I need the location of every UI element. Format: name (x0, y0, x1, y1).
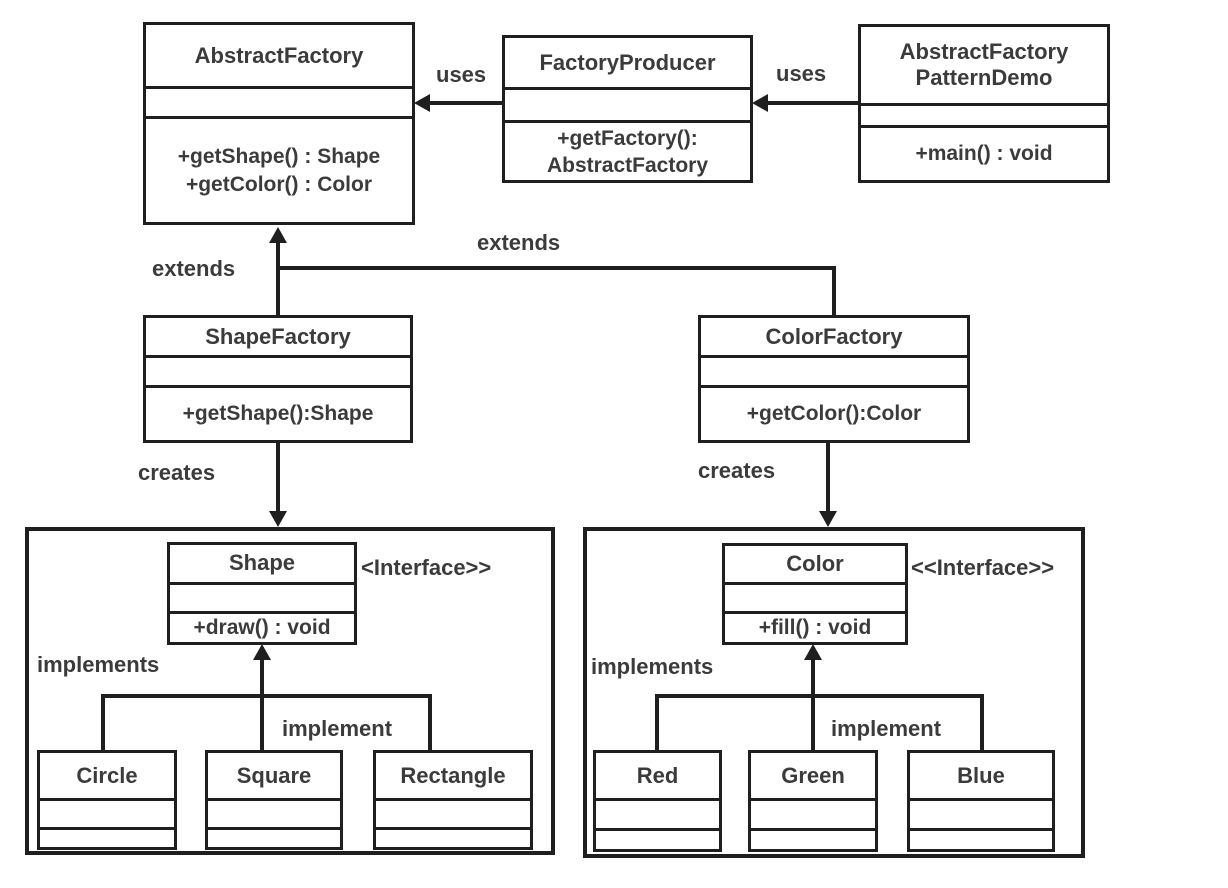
implements-line-left-vertical (260, 658, 264, 750)
class-circle-methods (40, 830, 174, 847)
extends-line-horizontal (276, 266, 836, 270)
class-pattern-demo-methods: +main() : void (861, 128, 1107, 180)
uses-arrow-line-left (428, 101, 502, 105)
implements-arrowhead-left (253, 644, 271, 660)
class-rectangle-title: Rectangle (376, 753, 530, 801)
class-factory-producer-methods: +getFactory(): AbstractFactory (505, 123, 750, 180)
class-factory-producer-fields (505, 90, 750, 123)
uses-label-right: uses (776, 61, 827, 86)
class-circle-fields (40, 801, 174, 830)
class-blue: Blue (907, 750, 1055, 852)
class-color-factory-title: ColorFactory (701, 318, 967, 358)
blue-stub-line (980, 694, 984, 750)
class-rectangle: Rectangle (373, 750, 533, 850)
class-circle-title: Circle (40, 753, 174, 801)
class-red-methods (596, 831, 719, 849)
interface-color-title: Color (725, 546, 905, 585)
class-square-methods (208, 830, 340, 847)
interface-shape-methods: +draw() : void (170, 614, 354, 642)
class-pattern-demo-fields (861, 106, 1107, 128)
extends-arrowhead (269, 227, 287, 243)
method-getfactory-line2: AbstractFactory (546, 153, 709, 177)
interface-stereotype-color: <<Interface>> (911, 555, 1055, 580)
class-color-factory-methods: +getColor():Color (701, 388, 967, 440)
interface-color: Color +fill() : void (722, 543, 908, 645)
class-color-factory: ColorFactory +getColor():Color (698, 315, 970, 443)
class-color-factory-fields (701, 358, 967, 388)
class-square-fields (208, 801, 340, 830)
class-green-fields (751, 801, 875, 831)
class-blue-title: Blue (910, 753, 1052, 801)
implement-label-left: implement (282, 716, 393, 741)
class-pattern-demo-title: AbstractFactory PatternDemo (861, 27, 1107, 106)
class-green-methods (751, 831, 875, 849)
extends-line-left-vertical (276, 243, 280, 315)
creates-line-left (276, 443, 280, 512)
class-green-title: Green (751, 753, 875, 801)
method-main: +main() : void (915, 142, 1053, 165)
class-factory-producer-title: FactoryProducer (505, 38, 750, 90)
method-getshape: +getShape() : Shape (177, 144, 381, 168)
implements-arrowhead-right (804, 644, 822, 660)
class-shape-factory-fields (146, 358, 410, 388)
extends-label-left: extends (152, 256, 236, 281)
implements-connector-left (101, 694, 432, 698)
interface-shape-fields (170, 584, 354, 614)
creates-line-right (826, 443, 830, 512)
implement-label-right: implement (831, 716, 942, 741)
method-fill: +fill() : void (758, 616, 872, 639)
method-getshape: +getShape():Shape (182, 402, 374, 425)
class-abstract-factory-methods: +getShape() : Shape +getColor() : Color (146, 119, 412, 222)
class-abstract-factory: AbstractFactory +getShape() : Shape +get… (143, 22, 415, 225)
class-rectangle-methods (376, 830, 530, 847)
interface-shape: Shape +draw() : void (167, 542, 357, 645)
method-draw: +draw() : void (193, 616, 331, 639)
creates-arrowhead-right (819, 511, 837, 527)
uses-arrow-line-right (766, 101, 858, 105)
uses-arrowhead-right (752, 94, 768, 112)
class-pattern-demo-title-line1: AbstractFactory (899, 39, 1069, 64)
class-red-fields (596, 801, 719, 831)
extends-label-right: extends (477, 230, 561, 255)
creates-label-right: creates (698, 458, 776, 483)
class-square-title: Square (208, 753, 340, 801)
interface-stereotype-shape: <Interface>> (361, 555, 492, 580)
class-green: Green (748, 750, 878, 852)
method-getfactory-line1: +getFactory(): (557, 126, 698, 150)
creates-label-left: creates (138, 460, 216, 485)
class-pattern-demo: AbstractFactory PatternDemo +main() : vo… (858, 24, 1110, 183)
class-shape-factory-methods: +getShape():Shape (146, 388, 410, 440)
class-factory-producer: FactoryProducer +getFactory(): AbstractF… (502, 35, 753, 183)
class-shape-factory-title: ShapeFactory (146, 318, 410, 358)
method-getcolor: +getColor():Color (746, 402, 922, 425)
class-red: Red (593, 750, 722, 852)
class-square: Square (205, 750, 343, 850)
rectangle-stub-line (428, 694, 432, 750)
class-abstract-factory-title: AbstractFactory (146, 25, 412, 89)
extends-line-right-vertical (832, 266, 836, 315)
class-circle: Circle (37, 750, 177, 850)
class-pattern-demo-title-line2: PatternDemo (915, 65, 1053, 90)
implements-connector-right (655, 694, 984, 698)
class-rectangle-fields (376, 801, 530, 830)
class-shape-factory: ShapeFactory +getShape():Shape (143, 315, 413, 443)
class-red-title: Red (596, 753, 719, 801)
class-blue-fields (910, 801, 1052, 831)
interface-shape-title: Shape (170, 545, 354, 585)
implements-line-right-vertical (811, 658, 815, 750)
class-blue-methods (910, 831, 1052, 849)
method-getcolor: +getColor() : Color (185, 172, 373, 196)
interface-color-fields (725, 584, 905, 614)
uses-label-left: uses (436, 62, 487, 87)
uses-arrowhead-left (414, 94, 430, 112)
class-abstract-factory-fields (146, 89, 412, 119)
implements-label-right: implements (591, 654, 714, 679)
circle-stub-line (101, 694, 105, 750)
interface-color-methods: +fill() : void (725, 614, 905, 642)
creates-arrowhead-left (269, 511, 287, 527)
implements-label-left: implements (37, 652, 160, 677)
red-stub-line (655, 694, 659, 750)
